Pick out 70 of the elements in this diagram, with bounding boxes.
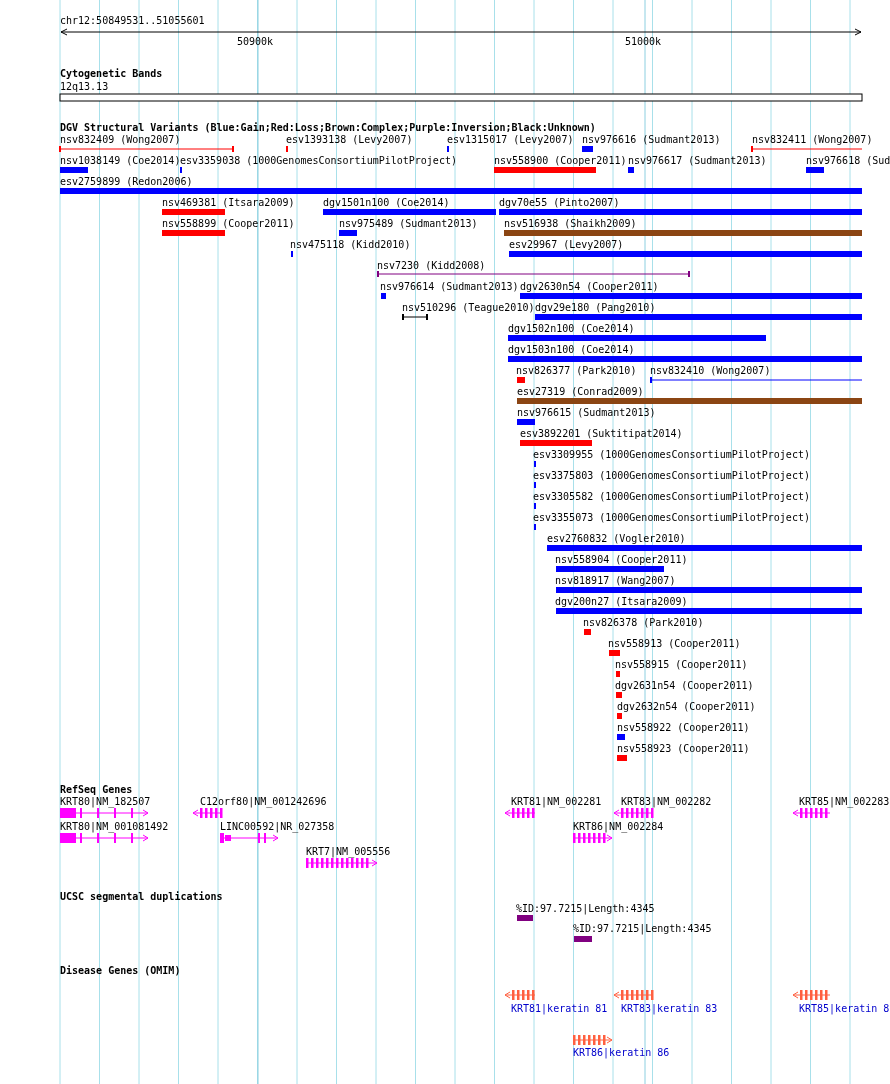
variant-label: nsv832409 (Wong2007) xyxy=(60,134,181,146)
gene-label: KRT80|NM_001081492 xyxy=(60,821,169,833)
duplication-label: %ID:97.7215|Length:4345 xyxy=(516,903,655,915)
variant-label: esv3892201 (Suktitipat2014) xyxy=(520,428,683,440)
variant-label: dgv1502n100 (Coe2014) xyxy=(508,323,635,335)
duplication-label: %ID:97.7215|Length:4345 xyxy=(573,923,712,935)
variant-label: dgv1503n100 (Coe2014) xyxy=(508,344,635,356)
variant-label: esv3355073 (1000GenomesConsortiumPilotProject) xyxy=(533,512,810,524)
variant-label: nsv558899 (Cooper2011) xyxy=(162,218,295,230)
variant-label: esv1393138 (Levy2007) xyxy=(286,134,413,146)
track-title: Disease Genes (OMIM) xyxy=(60,965,181,977)
variant-label: nsv558900 (Cooper2011) xyxy=(494,155,627,167)
gene-label: KRT83|NM_002282 xyxy=(621,796,712,808)
variant-label: nsv975489 (Sudmant2013) xyxy=(339,218,478,230)
variant-label: nsv976618 (Sud xyxy=(806,155,890,167)
tick-label: 50900k xyxy=(237,36,274,48)
variant-label: esv3375803 (1000GenomesConsortiumPilotProject) xyxy=(533,470,810,482)
gene-label: KRT85|NM_002283 xyxy=(799,796,890,808)
gene-label: KRT81|NM_002281 xyxy=(511,796,602,808)
disease-gene-label: KRT85|keratin 8 xyxy=(799,1003,890,1015)
variant-label: esv3359038 (1000GenomesConsortiumPilotProject) xyxy=(180,155,457,167)
disease-gene-label: KRT81|keratin 81 xyxy=(511,1003,608,1015)
variant-label: esv29967 (Levy2007) xyxy=(509,239,624,251)
variant-label: esv3309955 (1000GenomesConsortiumPilotProject) xyxy=(533,449,810,461)
gene-label: C12orf80|NM_001242696 xyxy=(200,796,327,808)
variant-label: dgv29e180 (Pang2010) xyxy=(535,302,656,314)
variant-label: esv1315017 (Levy2007) xyxy=(447,134,574,146)
band-label: 12q13.13 xyxy=(60,81,109,93)
track-title: DGV Structural Variants (Blue:Gain;Red:Loss;Brown:Complex;Purple:Inversion;Black:Unknown) xyxy=(60,122,596,134)
variant-label: esv27319 (Conrad2009) xyxy=(517,386,644,398)
coordinate-label: chr12:50849531..51055601 xyxy=(60,15,205,27)
variant-label: nsv826377 (Park2010) xyxy=(516,365,637,377)
gene-label: KRT80|NM_182507 xyxy=(60,796,151,808)
variant-label: dgv200n27 (Itsara2009) xyxy=(555,596,688,608)
variant-label: nsv510296 (Teague2010) xyxy=(402,302,535,314)
variant-label: nsv832410 (Wong2007) xyxy=(650,365,771,377)
variant-label: esv2759899 (Redon2006) xyxy=(60,176,193,188)
variant-label: nsv818917 (Wang2007) xyxy=(555,575,676,587)
gene-label: LINC00592|NR_027358 xyxy=(220,821,335,833)
variant-label: nsv558913 (Cooper2011) xyxy=(608,638,741,650)
variant-label: esv3305582 (1000GenomesConsortiumPilotProject) xyxy=(533,491,810,503)
variant-label: nsv558904 (Cooper2011) xyxy=(555,554,688,566)
variant-label: nsv558915 (Cooper2011) xyxy=(615,659,748,671)
track-title: UCSC segmental duplications xyxy=(60,891,223,903)
variant-label: nsv7230 (Kidd2008) xyxy=(377,260,486,272)
variant-label: nsv475118 (Kidd2010) xyxy=(290,239,411,251)
variant-label: nsv826378 (Park2010) xyxy=(583,617,704,629)
variant-label: dgv2630n54 (Cooper2011) xyxy=(520,281,659,293)
variant-label: nsv558922 (Cooper2011) xyxy=(617,722,750,734)
disease-gene-label: KRT86|keratin 86 xyxy=(573,1047,670,1059)
variant-label: nsv558923 (Cooper2011) xyxy=(617,743,750,755)
variant-label: dgv70e55 (Pinto2007) xyxy=(499,197,620,209)
gene-label: KRT7|NM_005556 xyxy=(306,846,391,858)
variant-label: dgv1501n100 (Coe2014) xyxy=(323,197,450,209)
track-title: RefSeq Genes xyxy=(60,784,133,796)
variant-label: nsv976616 (Sudmant2013) xyxy=(582,134,721,146)
variant-label: dgv2632n54 (Cooper2011) xyxy=(617,701,756,713)
variant-label: nsv976614 (Sudmant2013) xyxy=(380,281,519,293)
tick-label: 51000k xyxy=(625,36,662,48)
track-title: Cytogenetic Bands xyxy=(60,68,163,80)
gene-label: KRT86|NM_002284 xyxy=(573,821,664,833)
variant-label: nsv976617 (Sudmant2013) xyxy=(628,155,767,167)
variant-label: nsv976615 (Sudmant2013) xyxy=(517,407,656,419)
variant-label: esv2760832 (Vogler2010) xyxy=(547,533,686,545)
variant-label: nsv1038149 (Coe2014) xyxy=(60,155,181,167)
variant-label: nsv516938 (Shaikh2009) xyxy=(504,218,637,230)
variant-label: nsv469381 (Itsara2009) xyxy=(162,197,295,209)
variant-label: nsv832411 (Wong2007) xyxy=(752,134,873,146)
variant-label: dgv2631n54 (Cooper2011) xyxy=(615,680,754,692)
disease-gene-label: KRT83|keratin 83 xyxy=(621,1003,718,1015)
